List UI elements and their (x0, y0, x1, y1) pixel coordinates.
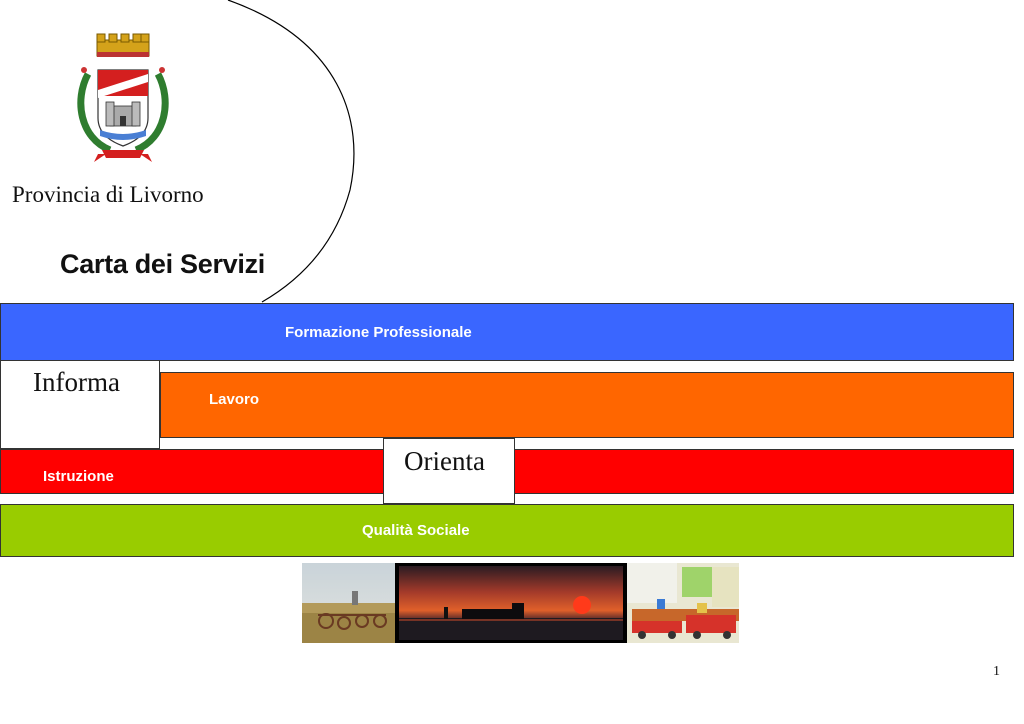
orienta-box: Orienta (383, 438, 515, 504)
section-formazione-label: Formazione Professionale (285, 324, 472, 341)
sunset-sea-lighthouse-photo (395, 563, 627, 643)
crown-icon (96, 33, 150, 57)
farm-field-photo (302, 563, 395, 643)
section-qualita-label: Qualità Sociale (362, 522, 470, 539)
section-lavoro-label: Lavoro (209, 391, 260, 408)
section-lavoro-bar[interactable]: Lavoro (160, 372, 1014, 438)
section-formazione-bar[interactable]: Formazione Professionale (0, 303, 1014, 361)
kindergarten-classroom-photo (627, 563, 739, 643)
organization-name: Provincia di Livorno (12, 182, 204, 207)
photo-strip (302, 563, 739, 643)
page-number: 1 (993, 664, 1000, 679)
informa-label: Informa (33, 367, 120, 397)
page-title: Carta dei Servizi (60, 249, 265, 279)
section-istruzione-label: Istruzione (43, 468, 114, 485)
section-qualita-bar[interactable]: Qualità Sociale (0, 504, 1014, 557)
orienta-label: Orienta (404, 446, 485, 476)
province-coat-of-arms-logo (77, 33, 169, 162)
informa-box: Informa (0, 361, 160, 449)
